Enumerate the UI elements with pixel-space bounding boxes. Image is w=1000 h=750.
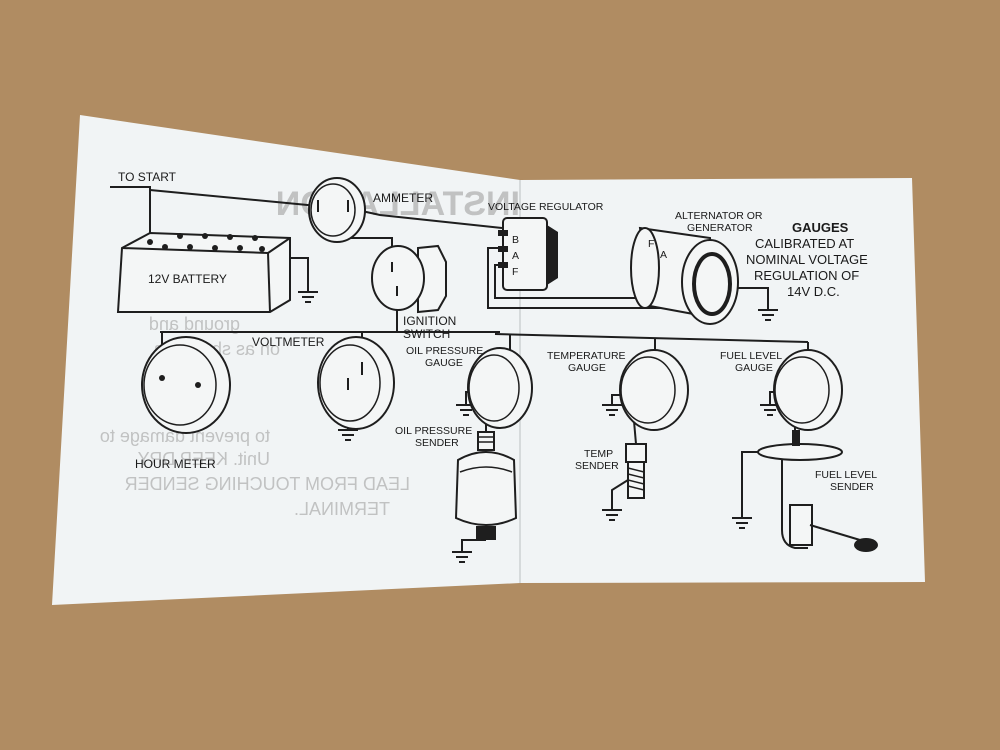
label-hour-meter: HOUR METER (135, 457, 216, 471)
label-regulator-a: A (512, 250, 519, 262)
label-fuel-sender-1: FUEL LEVEL (815, 469, 877, 481)
label-regulator-b: B (512, 234, 519, 246)
label-ignition-1: IGNITION (403, 314, 456, 328)
label-temp-gauge-2: GAUGE (568, 362, 606, 374)
ground-symbols (298, 291, 780, 563)
note-title: GAUGES (792, 220, 849, 235)
label-alternator-2: GENERATOR (687, 222, 753, 234)
wire-to-start (110, 186, 151, 240)
label-oil-sender-2: SENDER (415, 437, 459, 449)
label-alt-a: A (660, 249, 667, 261)
label-alternator-1: ALTERNATOR OR (675, 210, 763, 222)
battery-icon (116, 231, 291, 313)
label-temp-sender-1: TEMP (584, 448, 613, 460)
note-line: NOMINAL VOLTAGE (746, 252, 868, 267)
label-fuel-gauge-1: FUEL LEVEL (720, 350, 782, 362)
bleed-line: Unit. KEEP DRY (138, 449, 270, 469)
ground-icon (758, 309, 778, 321)
alternator-icon (630, 226, 739, 325)
wire-bus (160, 331, 809, 343)
bleed-line: to prevent damage to (100, 426, 270, 446)
note-line: CALIBRATED AT (755, 236, 854, 251)
label-voltmeter: VOLTMETER (252, 335, 325, 349)
bleed-line: ground and (149, 314, 240, 334)
wire-battery-ground (290, 257, 309, 292)
label-alt-f: F (648, 238, 654, 250)
fuel-level-sender-icon (757, 430, 878, 552)
hour-meter-icon (141, 336, 231, 434)
oil-pressure-gauge-icon (467, 347, 533, 429)
ground-icon (298, 291, 318, 303)
wire-temp-ground (611, 394, 622, 405)
label-temp-gauge-1: TEMPERATURE (547, 350, 626, 362)
note-line: REGULATION OF (754, 268, 859, 283)
wire-temp-sender-ground (611, 479, 629, 510)
label-oil-gauge-2: GAUGE (425, 357, 463, 369)
label-temp-sender-2: SENDER (575, 460, 619, 472)
oil-pressure-sender-icon (454, 431, 518, 540)
gauges-note: GAUGES CALIBRATED AT NOMINAL VOLTAGE REG… (746, 220, 868, 299)
ground-icon (732, 517, 752, 529)
label-battery: 12V BATTERY (148, 272, 227, 286)
wire-fuel-sender-ground (741, 451, 762, 518)
label-ignition-2: SWITCH (403, 327, 450, 341)
label-ammeter: AMMETER (373, 191, 433, 205)
ground-icon (452, 551, 472, 563)
voltage-regulator-icon (498, 217, 558, 291)
label-to-start: TO START (118, 170, 177, 184)
voltmeter-icon (317, 336, 395, 430)
note-line: 14V D.C. (787, 284, 840, 299)
label-oil-sender-1: OIL PRESSURE (395, 425, 472, 437)
label-fuel-gauge-2: GAUGE (735, 362, 773, 374)
ground-icon (602, 509, 622, 521)
ground-icon (602, 404, 622, 416)
ignition-switch-icon (371, 244, 447, 314)
label-fuel-sender-2: SENDER (830, 481, 874, 493)
ammeter-icon (308, 177, 366, 243)
bleed-line: LEAD FROM TOUCHING SENDER (125, 474, 410, 494)
fuel-level-gauge-icon (773, 349, 843, 431)
label-oil-gauge-1: OIL PRESSURE (406, 345, 483, 357)
label-voltage-regulator: VOLTAGE REGULATOR (488, 201, 604, 213)
bleed-line: TERMINAL. (294, 499, 390, 519)
temperature-gauge-icon (619, 349, 689, 431)
temp-sender-icon (625, 443, 647, 499)
wire-battery-ammeter (149, 189, 319, 207)
ground-icon (338, 429, 358, 441)
wire-alt-ground (738, 287, 769, 310)
label-regulator-f: F (512, 266, 518, 278)
